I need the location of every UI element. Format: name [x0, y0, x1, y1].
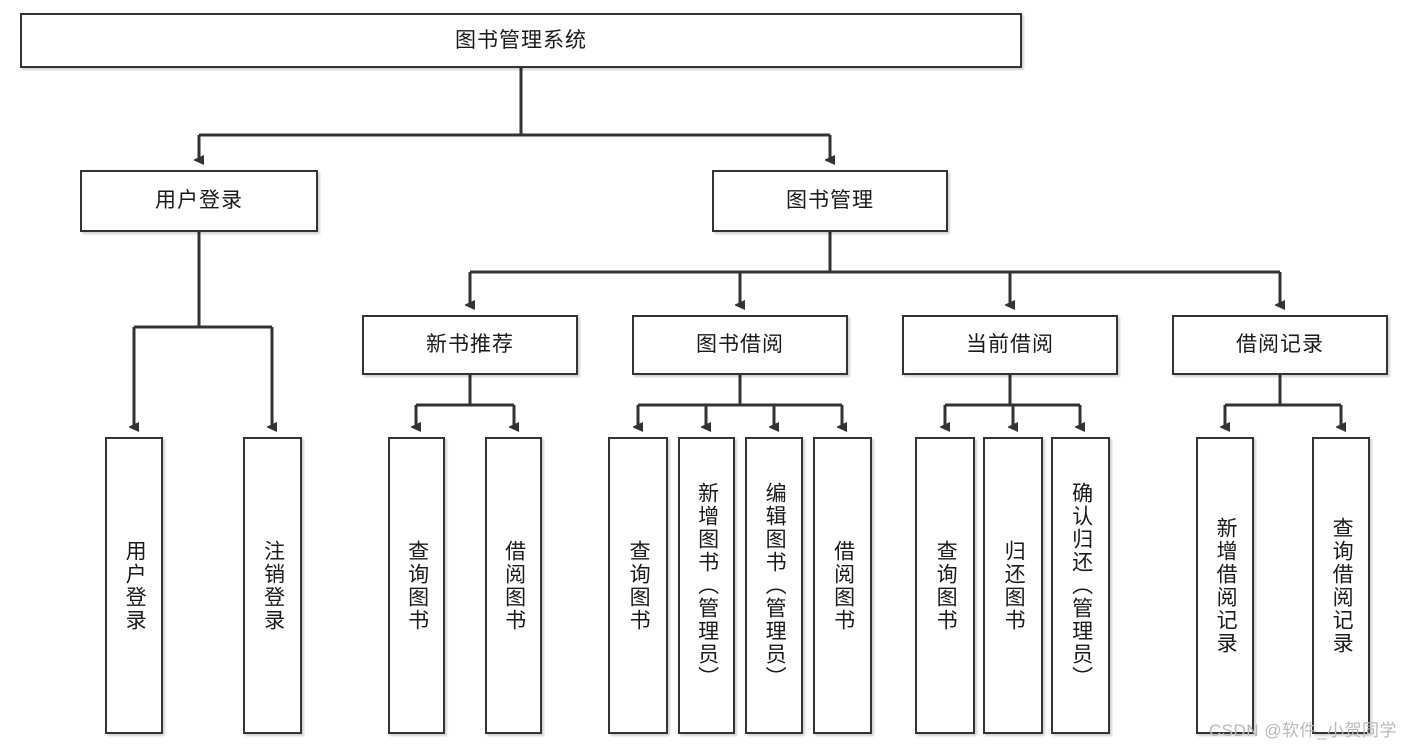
node-label: 借阅图书	[502, 539, 526, 632]
node-label: 查询图书	[627, 539, 651, 632]
node-label: 图书借阅	[696, 333, 784, 357]
node-leaf-logout[interactable]: 注销登录	[243, 437, 302, 734]
node-leaf-query-book-3[interactable]: 查询图书	[915, 437, 975, 734]
node-label: 新增借阅记录	[1214, 516, 1238, 655]
node-current-borrow[interactable]: 当前借阅	[902, 315, 1118, 375]
node-new-book-recommend[interactable]: 新书推荐	[362, 315, 578, 375]
node-leaf-return-book[interactable]: 归还图书	[983, 437, 1043, 734]
node-leaf-borrow-book-1[interactable]: 借阅图书	[485, 437, 542, 734]
node-leaf-query-record[interactable]: 查询借阅记录	[1312, 437, 1370, 734]
node-label: 借阅记录	[1236, 333, 1324, 357]
node-user-login[interactable]: 用户登录	[80, 170, 318, 232]
node-label: 用户登录	[155, 189, 243, 213]
node-label: 新增图书（管理员）	[695, 482, 719, 689]
node-leaf-query-book-1[interactable]: 查询图书	[388, 437, 445, 734]
node-label: 查询图书	[405, 539, 429, 632]
node-label: 借阅图书	[831, 539, 855, 632]
node-leaf-user-login[interactable]: 用户登录	[105, 437, 163, 734]
watermark-text: CSDN @软件_小贺同学	[1208, 721, 1397, 740]
node-label: 图书管理	[786, 189, 874, 213]
node-label: 归还图书	[1002, 539, 1026, 632]
node-label: 图书管理系统	[455, 28, 587, 52]
node-label: 新书推荐	[426, 333, 514, 357]
node-label: 确认归还（管理员）	[1069, 482, 1093, 689]
node-label: 查询借阅记录	[1330, 516, 1354, 655]
node-leaf-confirm-return[interactable]: 确认归还（管理员）	[1051, 437, 1110, 734]
node-leaf-add-record[interactable]: 新增借阅记录	[1196, 437, 1254, 734]
node-label: 查询图书	[934, 539, 958, 632]
node-root[interactable]: 图书管理系统	[20, 13, 1022, 68]
node-book-manage[interactable]: 图书管理	[712, 170, 948, 232]
node-label: 用户登录	[123, 539, 147, 632]
node-leaf-edit-book[interactable]: 编辑图书（管理员）	[745, 437, 803, 734]
node-label: 编辑图书（管理员）	[763, 482, 787, 689]
node-book-borrow[interactable]: 图书借阅	[632, 315, 848, 375]
node-leaf-add-book[interactable]: 新增图书（管理员）	[678, 437, 735, 734]
node-label: 注销登录	[261, 539, 285, 632]
node-label: 当前借阅	[966, 333, 1054, 357]
node-leaf-borrow-book-2[interactable]: 借阅图书	[813, 437, 872, 734]
node-borrow-record[interactable]: 借阅记录	[1172, 315, 1388, 375]
node-leaf-query-book-2[interactable]: 查询图书	[608, 437, 668, 734]
